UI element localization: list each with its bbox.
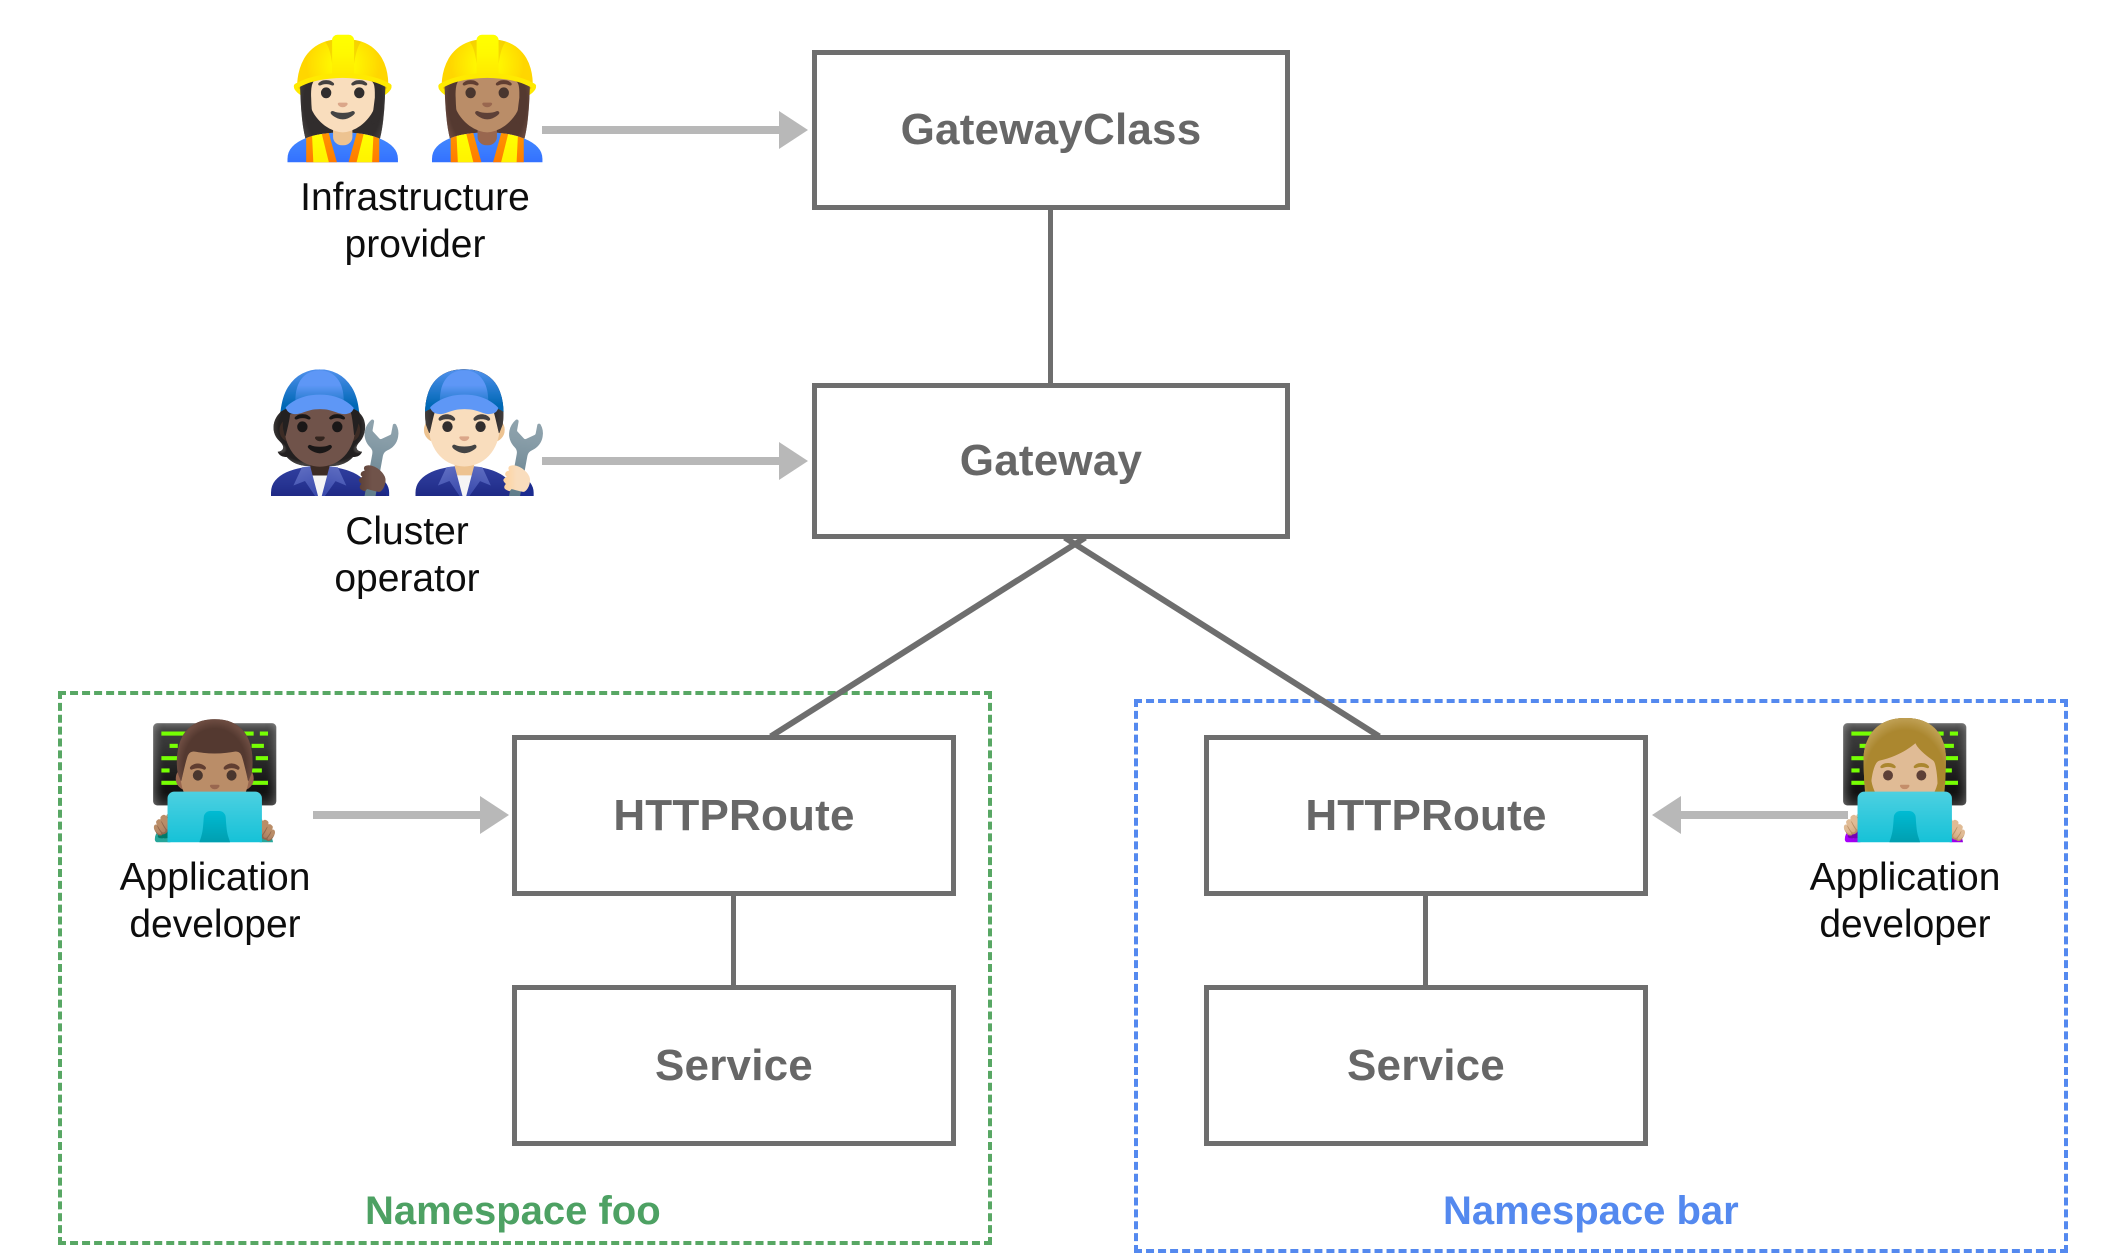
resource-box-gateway[interactable]: Gateway [812, 383, 1290, 539]
gateway-label: Gateway [959, 436, 1143, 485]
application-developer-foo-icons: 👨🏽‍💻 [145, 722, 284, 840]
resource-box-service-foo[interactable]: Service [512, 985, 956, 1146]
resource-box-service-bar[interactable]: Service [1204, 985, 1648, 1146]
mechanic-person-dark-skin-icon: 🧑🏿‍🔧 [262, 367, 407, 497]
httproute-bar-label: HTTPRoute [1305, 790, 1547, 840]
persona-infrastructure-provider: 👷🏻‍♀️ 👷🏽‍♀️ Infrastructure provider [270, 33, 560, 269]
cluster-operator-icons: 🧑🏿‍🔧 👨🏻‍🔧 [262, 367, 552, 497]
httproute-foo-label: HTTPRoute [613, 790, 855, 840]
namespace-foo-label: Namespace foo [365, 1189, 661, 1233]
arrow-application-developer-to-httproute-foo [313, 811, 481, 819]
connector-gatewayclass-to-gateway [1048, 205, 1053, 387]
application-developer-bar-icons: 👩🏼‍💻 [1835, 722, 1974, 840]
infrastructure-provider-icons: 👷🏻‍♀️ 👷🏽‍♀️ [270, 33, 560, 163]
mechanic-man-light-skin-icon: 👨🏻‍🔧 [407, 367, 552, 497]
namespace-group-foo [58, 691, 992, 1245]
infrastructure-provider-label: Infrastructure provider [300, 175, 530, 267]
arrow-application-developer-to-httproute-bar [1680, 811, 1848, 819]
technologist-woman-blonde-icon: 👩🏼‍💻 [1835, 718, 1975, 843]
persona-application-developer-foo: 👨🏽‍💻 Application developer [100, 722, 330, 949]
resource-box-httproute-foo[interactable]: HTTPRoute [512, 735, 956, 896]
application-developer-foo-label: Application developer [119, 855, 311, 947]
application-developer-bar-label: Application developer [1809, 855, 2001, 947]
construction-worker-woman-medium-skin-icon: 👷🏽‍♀️ [415, 33, 560, 163]
resource-box-httproute-bar[interactable]: HTTPRoute [1204, 735, 1648, 896]
construction-worker-woman-icon: 👷🏻‍♀️ [270, 33, 415, 163]
cluster-operator-label: Cluster operator [334, 509, 480, 601]
connector-httproute-to-service-foo [731, 891, 736, 989]
namespace-bar-label: Namespace bar [1443, 1189, 1739, 1233]
namespace-group-bar [1134, 699, 2068, 1253]
connector-httproute-to-service-bar [1423, 891, 1428, 989]
gatewayclass-label: GatewayClass [900, 105, 1202, 154]
persona-application-developer-bar: 👩🏼‍💻 Application developer [1790, 722, 2020, 949]
arrow-infrastructure-provider-to-gatewayclass [542, 126, 780, 134]
arrow-cluster-operator-to-gateway [542, 457, 780, 465]
service-bar-label: Service [1347, 1040, 1505, 1090]
resource-box-gatewayclass[interactable]: GatewayClass [812, 50, 1290, 210]
persona-cluster-operator: 🧑🏿‍🔧 👨🏻‍🔧 Cluster operator [262, 367, 552, 603]
service-foo-label: Service [655, 1040, 813, 1090]
technologist-man-medium-skin-icon: 👨🏽‍💻 [145, 718, 285, 843]
